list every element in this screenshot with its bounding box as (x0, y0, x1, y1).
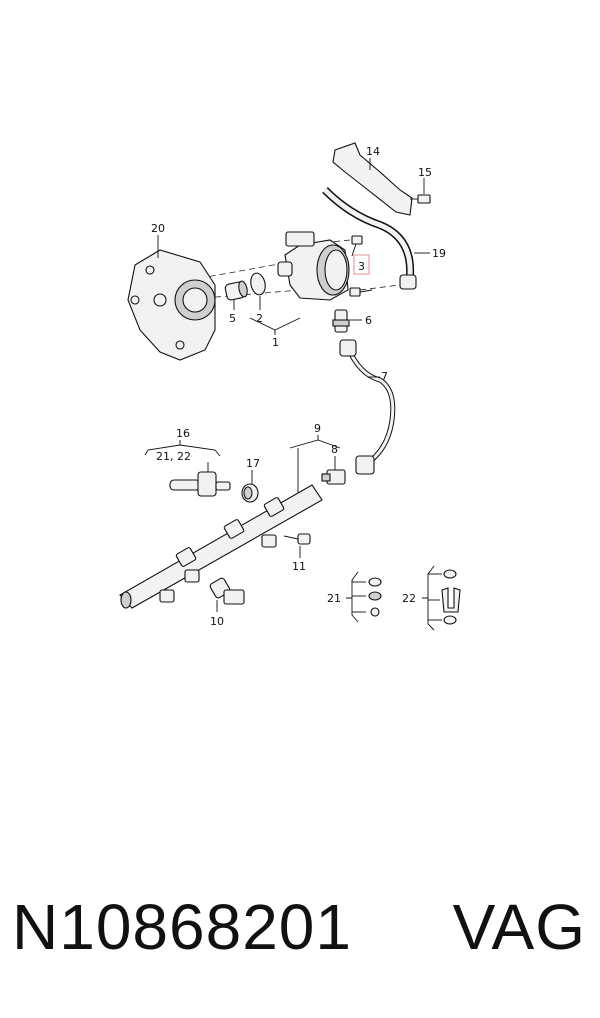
callout-1: 1 (272, 336, 279, 349)
fuel-rail (119, 484, 323, 609)
callout-7: 7 (381, 370, 388, 383)
part-2-o-ring (250, 272, 266, 296)
part-number: N10868201 (12, 891, 352, 963)
callout-2: 2 (256, 312, 263, 325)
callout-9: 9 (314, 422, 321, 435)
part-20-housing (127, 249, 216, 361)
part-10-sensor (209, 577, 245, 605)
part-5-sleeve (224, 280, 248, 301)
callout-5: 5 (229, 312, 236, 325)
part-7-pressure-line (345, 346, 396, 468)
callout-11: 11 (292, 560, 306, 573)
assembly-line (204, 289, 301, 299)
callout-19: 19 (432, 247, 446, 260)
callout-17: 17 (246, 457, 260, 470)
fuel-pump (277, 231, 350, 301)
callout-10: 10 (210, 615, 224, 628)
callout-6: 6 (365, 314, 372, 327)
footer: N10868201 VAG (0, 890, 600, 980)
part-15-bolt (410, 194, 431, 204)
parts-diagram: 20 5 2 1 3 6 7 (119, 142, 461, 631)
callout-21: 21 (327, 592, 341, 605)
part-6-fitting (332, 309, 350, 333)
bracket-1 (249, 317, 301, 335)
callout-20: 20 (151, 222, 165, 235)
part-17-seal (241, 483, 259, 503)
callout-15: 15 (418, 166, 432, 179)
callout-8: 8 (331, 443, 338, 456)
callout-16: 16 (176, 427, 190, 440)
assembly-line (359, 284, 401, 291)
bracket-16 (144, 440, 221, 457)
bracket-22 (422, 565, 435, 631)
part-16-injector (169, 462, 231, 497)
brand-label: VAG (452, 891, 586, 963)
callout-3: 3 (358, 260, 365, 273)
bracket-21 (346, 571, 359, 623)
callout-22: 22 (402, 592, 416, 605)
assembly-line (189, 261, 291, 281)
part-14-heat-shield (332, 142, 413, 216)
part-8-fitting (321, 469, 346, 485)
callout-3-highlight (353, 254, 370, 275)
bracket-9 (289, 435, 341, 449)
callout-14: 14 (366, 145, 380, 158)
kit-21-seals (352, 577, 382, 617)
kit-22-seals (428, 569, 461, 625)
part-11-bolt (283, 533, 311, 545)
part-3-bolts (349, 235, 373, 297)
callout-16-sub: 21, 22 (156, 450, 191, 463)
